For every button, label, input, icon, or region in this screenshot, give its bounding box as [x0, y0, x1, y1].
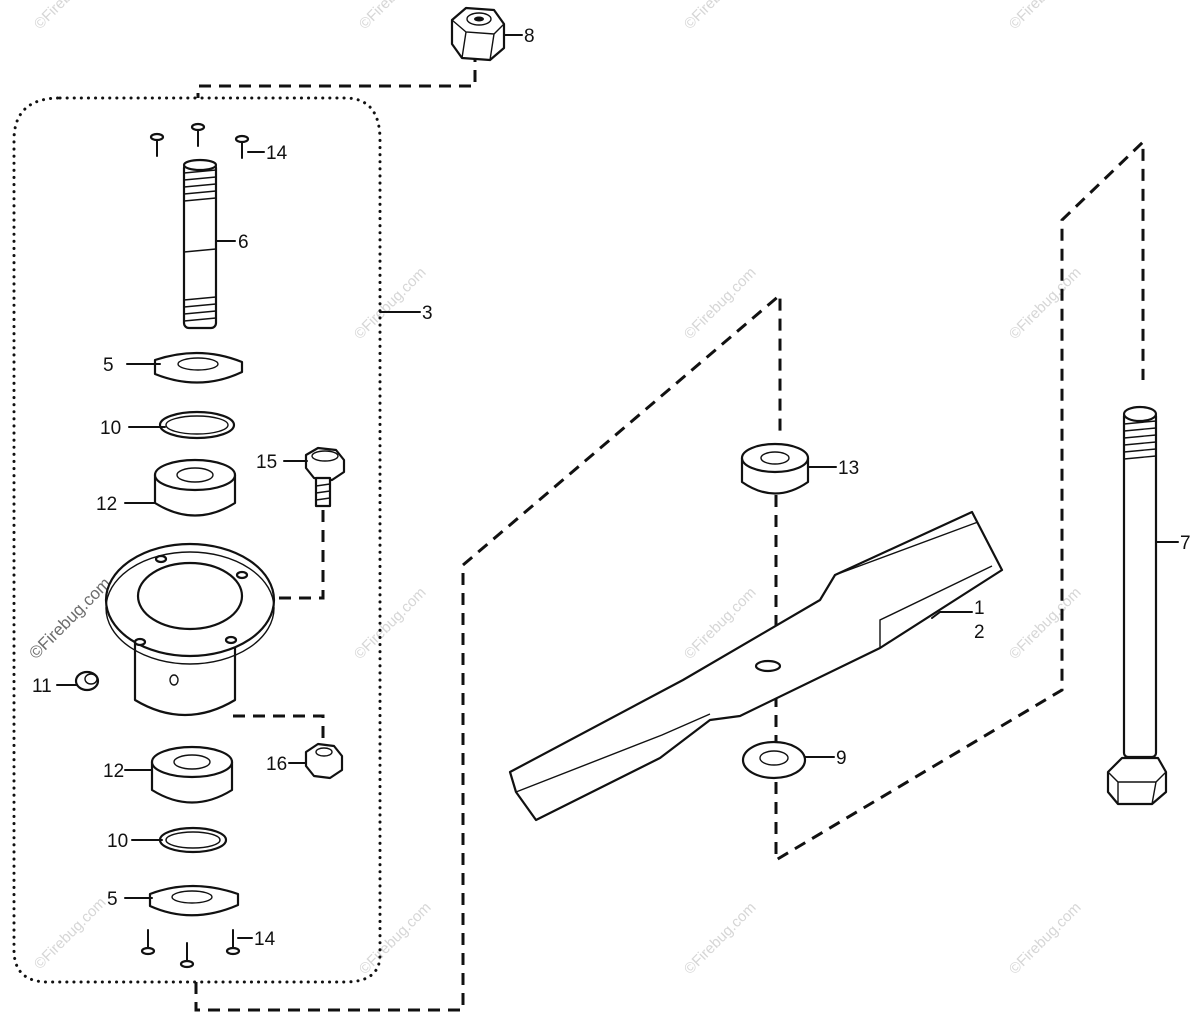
callout-15: 15: [256, 452, 277, 473]
watermark: ©Firebug.com: [681, 0, 760, 33]
watermark: ©Firebug.com: [1006, 0, 1085, 33]
callout-3: 3: [422, 303, 433, 324]
washer-part-9: [741, 740, 807, 780]
watermark: ©Firebug.com: [356, 0, 435, 33]
grease-fitting-part-11: [74, 670, 100, 692]
bearing-part-12-bottom: [150, 745, 234, 804]
callout-8: 8: [524, 26, 535, 47]
watermark: ©Firebug.com: [31, 894, 110, 973]
callout-2: 2: [974, 622, 985, 643]
callout-16: 16: [266, 754, 287, 775]
callout-labels: 8 14 6 3 5 10 15 12 13 7 1 2 11 12 16 9 …: [32, 26, 1191, 950]
spindle-shaft-part-6: [182, 158, 218, 330]
callout-13: 13: [838, 458, 859, 479]
callout-7: 7: [1180, 533, 1191, 554]
callout-6: 6: [238, 232, 249, 253]
watermark: ©Firebug.com: [351, 584, 430, 663]
callout-12-top: 12: [96, 494, 117, 515]
watermark: ©Firebug.com: [681, 264, 760, 343]
watermark: ©Firebug.com: [681, 899, 760, 978]
callout-1: 1: [974, 598, 985, 619]
nut-part-8: [450, 6, 506, 62]
watermark-large: ©Firebug.com: [25, 574, 114, 663]
screws-part-14-bottom: [140, 929, 241, 969]
watermark: ©Firebug.com: [1006, 584, 1085, 663]
callout-14-bottom: 14: [254, 929, 276, 950]
watermark: ©Firebug.com: [1006, 899, 1085, 978]
watermark: ©Firebug.com: [356, 899, 435, 978]
snap-ring-part-10-top: [158, 410, 236, 440]
spacer-part-13: [740, 442, 810, 495]
bearing-part-12-top: [153, 458, 237, 517]
callout-10-top: 10: [100, 418, 121, 439]
snap-ring-part-10-bottom: [158, 826, 228, 854]
callout-5-bottom: 5: [107, 889, 118, 910]
washer-part-5-top: [153, 351, 244, 384]
spindle-housing: [104, 542, 276, 716]
blade-bolt-part-7: [1106, 405, 1168, 806]
callout-12-bottom: 12: [103, 761, 124, 782]
assembly-3-boundary: [12, 96, 382, 984]
bolt-part-15: [304, 446, 346, 508]
callout-10-bottom: 10: [107, 831, 128, 852]
blade-part-1-2: [508, 510, 1004, 822]
alignment-lines: [194, 50, 1145, 1012]
nut-part-16: [304, 742, 344, 780]
watermark: ©Firebug.com: [31, 0, 110, 33]
watermark: ©Firebug.com: [1006, 264, 1085, 343]
washer-part-5-bottom: [148, 884, 240, 917]
screws-part-14-top: [149, 122, 250, 159]
callout-9: 9: [836, 748, 847, 769]
callout-5-top: 5: [103, 355, 114, 376]
leader-lines: [56, 34, 1179, 939]
watermark: ©Firebug.com: [351, 264, 430, 343]
callout-14-top: 14: [266, 143, 288, 164]
callout-11: 11: [32, 676, 52, 697]
